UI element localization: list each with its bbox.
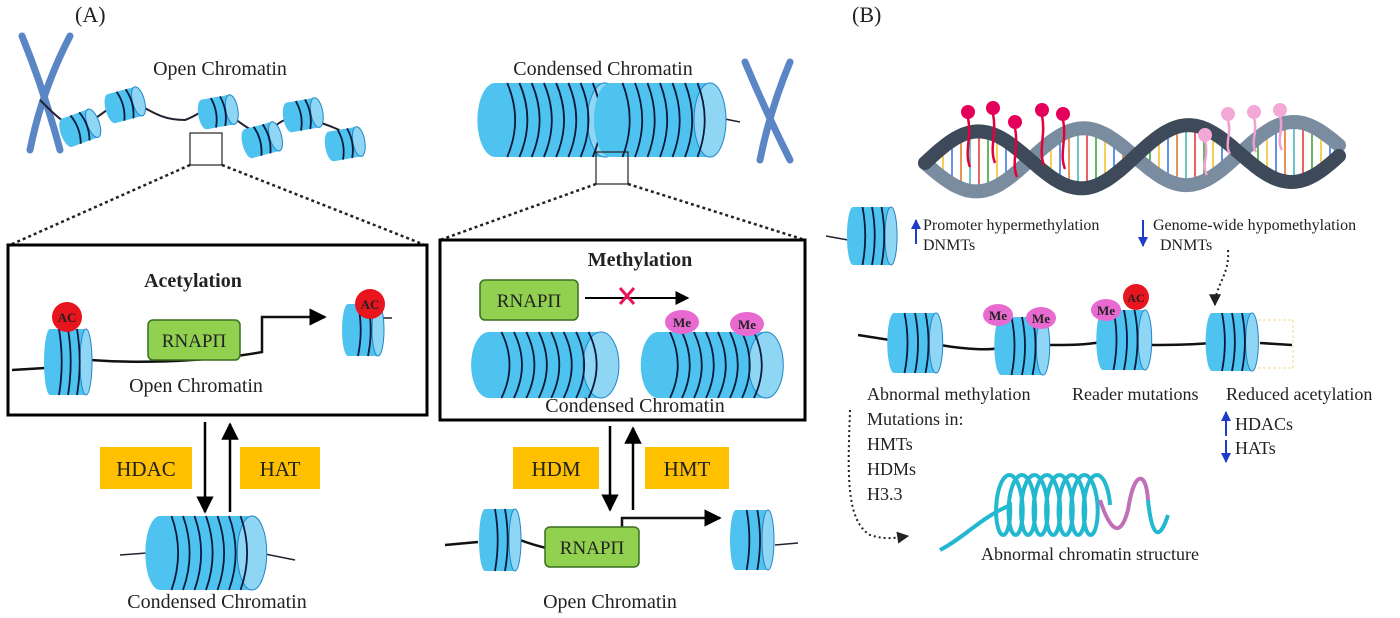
chromosome-right bbox=[741, 58, 794, 164]
reader-mutations: Reader mutations bbox=[1072, 384, 1198, 404]
condensed-nucleosome-bottom bbox=[145, 515, 268, 591]
b-me-mark-3: Me bbox=[1091, 299, 1121, 321]
bottom-title-condensed: Condensed Chromatin bbox=[127, 591, 306, 613]
svg-text:Me: Me bbox=[1097, 303, 1115, 318]
genome-hypomethylation: Genome-wide hypomethylation bbox=[1153, 217, 1356, 234]
hdacs-label: HDACs bbox=[1235, 414, 1293, 434]
ac-mark-left: AC bbox=[52, 302, 82, 332]
zoom-line-left-a bbox=[9, 163, 191, 247]
zoom-line-right-b bbox=[627, 182, 806, 242]
hmt-box: HMT bbox=[645, 447, 729, 489]
b-me-mark-2: Me bbox=[1026, 307, 1056, 329]
dna-helix bbox=[918, 101, 1346, 199]
reduced-acetylation: Reduced acetylation bbox=[1226, 384, 1372, 404]
condensed-nucleosome-top bbox=[477, 82, 727, 158]
hat-box: HAT bbox=[240, 447, 320, 489]
acetylation-box bbox=[6, 243, 429, 417]
nucleosome-icon bbox=[479, 508, 522, 572]
svg-text:RNAPП: RNAPП bbox=[497, 291, 562, 312]
nucleosome-icon bbox=[145, 515, 268, 591]
nucleosome-icon bbox=[1096, 309, 1153, 371]
svg-text:HDAC: HDAC bbox=[116, 457, 176, 481]
svg-text:HDM: HDM bbox=[531, 457, 580, 481]
svg-text:RNAPП: RNAPП bbox=[162, 331, 227, 352]
bottom-title-open: Open Chromatin bbox=[543, 591, 677, 613]
top-title-open: Open Chromatin bbox=[153, 58, 287, 80]
coiled-chromatin bbox=[939, 473, 1112, 552]
top-title-condensed: Condensed Chromatin bbox=[513, 58, 692, 80]
nucleosome-icon bbox=[241, 121, 283, 159]
me-mark-1: Me bbox=[665, 310, 699, 334]
nucleosome-b-top bbox=[846, 206, 898, 266]
me-mark-2: Me bbox=[730, 312, 764, 336]
rnap-box-bottom: RNAPП bbox=[544, 526, 640, 568]
zoom-square-right bbox=[595, 151, 629, 185]
hdac-box: HDAC bbox=[100, 447, 192, 489]
panel-b-label: (B) bbox=[852, 2, 881, 27]
nucleosome-icon bbox=[471, 331, 620, 399]
b-me-mark-1: Me bbox=[983, 304, 1013, 326]
mutations-in: Mutations in: bbox=[867, 409, 964, 429]
methylation-box bbox=[438, 238, 807, 422]
coiled-chromatin-tail bbox=[1098, 476, 1150, 531]
svg-text:Me: Me bbox=[738, 317, 756, 332]
svg-text:AC: AC bbox=[1127, 291, 1144, 305]
acetylation-subtitle: Open Chromatin bbox=[129, 375, 263, 397]
zoom-line-right-a bbox=[439, 182, 597, 242]
promoter-hypermethylation: Promoter hypermethylation bbox=[923, 217, 1099, 234]
nucleosome-icon bbox=[324, 126, 366, 162]
svg-text:Me: Me bbox=[1032, 311, 1050, 326]
nucleosome-icon bbox=[594, 82, 727, 158]
methylation-nucleosomes bbox=[471, 331, 784, 399]
svg-text:Me: Me bbox=[673, 315, 691, 330]
open-nucleosome-cluster bbox=[59, 86, 366, 162]
b-chain-linker bbox=[857, 333, 1293, 351]
dotted-arrow-structure bbox=[847, 409, 910, 544]
nucleosome-icon bbox=[1205, 312, 1259, 372]
svg-text:HMT: HMT bbox=[664, 457, 711, 481]
panel-a-label: (A) bbox=[75, 2, 106, 27]
structure-caption: Abnormal chromatin structure bbox=[981, 544, 1199, 564]
hdm-box: HDM bbox=[513, 447, 599, 489]
nucleosome-icon bbox=[59, 108, 102, 148]
zoom-line-left-b bbox=[221, 163, 426, 247]
ac-mark-right: AC bbox=[355, 289, 385, 319]
promoter-dnmts: DNMTs bbox=[923, 237, 975, 254]
svg-text:AC: AC bbox=[58, 310, 77, 325]
acetylation-title: Acetylation bbox=[144, 270, 242, 292]
hats-label: HATs bbox=[1235, 438, 1276, 458]
mutation-h33: H3.3 bbox=[867, 484, 903, 504]
rnap-box-acetylation: RNAPП bbox=[147, 319, 241, 361]
nucleosome-icon bbox=[282, 97, 324, 133]
nucleosome-icon bbox=[640, 331, 784, 399]
zoom-square-left bbox=[189, 132, 223, 166]
svg-text:Me: Me bbox=[989, 308, 1007, 323]
abnormal-methylation: Abnormal methylation bbox=[867, 384, 1030, 404]
svg-text:RNAPП: RNAPП bbox=[560, 538, 625, 559]
nucleosome-icon bbox=[197, 94, 239, 130]
rnap-box-methylation: RNAPП bbox=[479, 279, 579, 321]
chromosome-left bbox=[18, 32, 74, 154]
svg-text:HAT: HAT bbox=[260, 457, 301, 481]
nucleosome-icon bbox=[846, 206, 898, 266]
methylation-subtitle: Condensed Chromatin bbox=[545, 395, 724, 417]
mutation-hmts: HMTs bbox=[867, 434, 913, 454]
coiled-chromatin-end bbox=[1146, 499, 1170, 535]
nucleosome-icon bbox=[730, 509, 775, 571]
nucleosome-icon bbox=[104, 86, 146, 124]
open-nucleosomes-bottom bbox=[479, 508, 775, 572]
mutation-hdms: HDMs bbox=[867, 459, 916, 479]
nucleosome-icon bbox=[44, 328, 93, 396]
b-nucleosome-chain bbox=[887, 309, 1259, 376]
b-ac-mark: AC bbox=[1123, 284, 1149, 310]
dotted-arrow-genome bbox=[1209, 249, 1230, 307]
methylation-title: Methylation bbox=[588, 249, 692, 271]
svg-text:AC: AC bbox=[361, 297, 380, 312]
nucleosome-icon bbox=[887, 312, 944, 374]
block-x-mark bbox=[618, 287, 636, 305]
genome-dnmts: DNMTs bbox=[1160, 237, 1212, 254]
